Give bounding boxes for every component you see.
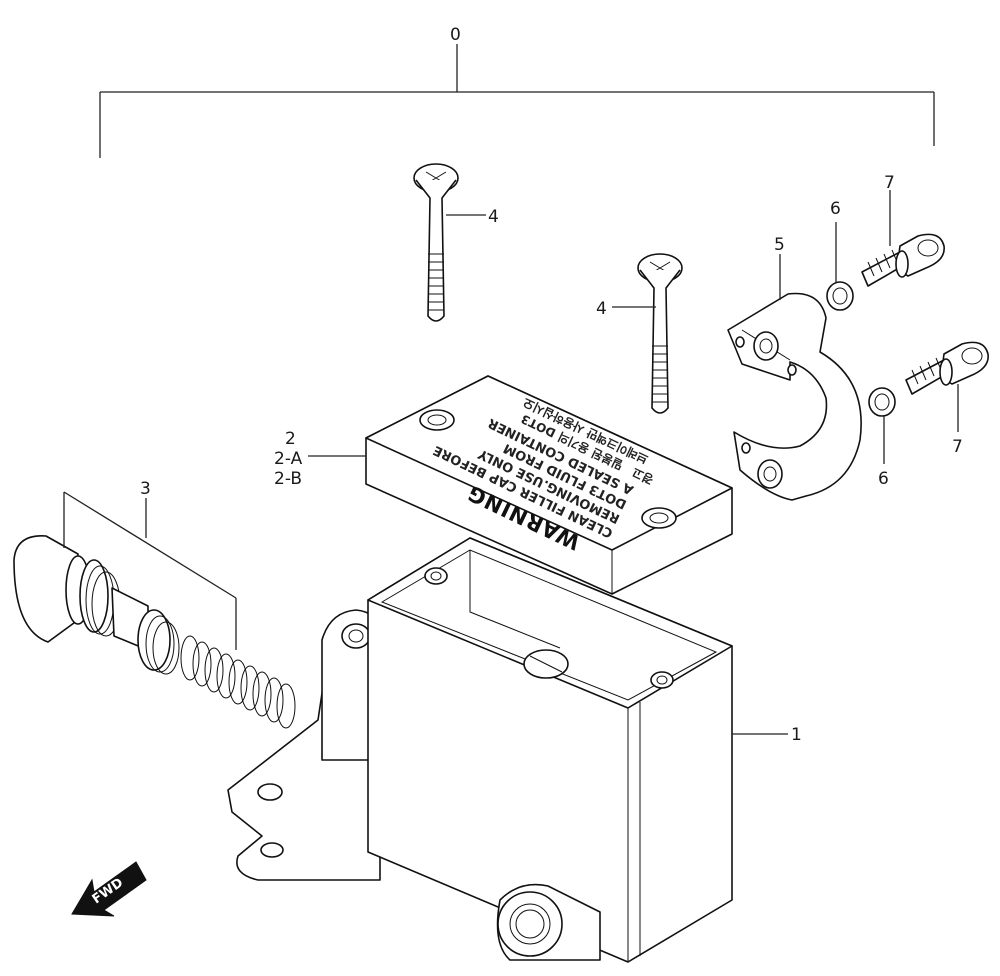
label-2b: 2-B [274,469,302,489]
assembly-bracket [99,44,935,158]
fwd-arrow-icon: FWD [71,861,147,917]
label-3: 3 [140,479,151,499]
holder-clamp [727,292,862,501]
return-spring [180,635,296,729]
label-0: 0 [450,25,461,45]
leader-3 [63,491,237,650]
label-4-right: 4 [596,299,607,319]
bolt-top [861,233,945,287]
label-7-bottom: 7 [952,437,963,457]
washer-bottom [868,387,896,417]
master-cylinder-body [227,537,733,963]
label-7-top: 7 [884,173,895,193]
screw-left [413,163,459,322]
piston-assembly [13,535,296,729]
label-1: 1 [791,725,802,745]
label-2a: 2-A [274,449,303,469]
bolt-bottom [905,341,989,395]
label-2: 2 [285,429,296,449]
washer-top [826,281,854,311]
label-4-left: 4 [488,207,499,227]
label-5: 5 [774,235,785,255]
label-6-bottom: 6 [878,469,889,489]
screw-right [637,253,683,414]
label-6-top: 6 [830,199,841,219]
reservoir-cap: WARNING CLEAN FILLER CAP BEFORE REMOVING… [365,375,733,595]
